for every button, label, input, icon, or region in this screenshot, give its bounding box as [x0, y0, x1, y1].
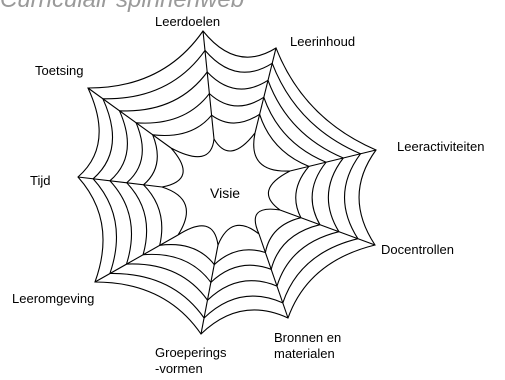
- web-ring-1: [142, 113, 310, 266]
- web-center-star: [161, 132, 291, 248]
- label-docentrollen: Docentrollen: [381, 242, 454, 257]
- label-groeperingsvormen: Groeperings -vormen: [155, 345, 227, 376]
- spoke-groeperingsvormen: [200, 244, 219, 335]
- spoke-docentrollen: [279, 209, 376, 246]
- web-ring-3: [109, 71, 345, 302]
- label-leeractiviteiten: Leeractiviteiten: [397, 139, 485, 154]
- spoke-bronnen: [258, 233, 289, 319]
- spoke-tijd: [77, 176, 163, 188]
- label-leerinhoud: Leerinhoud: [290, 34, 356, 49]
- web-ring-5: [77, 30, 377, 335]
- spoke-leerinhoud: [254, 47, 277, 134]
- label-toetsing: Toetsing: [35, 63, 84, 78]
- spoke-leeromgeving: [94, 234, 179, 283]
- spoke-leeractiviteiten: [289, 149, 377, 172]
- spoke-leerdoelen: [202, 30, 215, 140]
- web-ring-4: [92, 49, 362, 319]
- label-bronnen-materialen: Bronnen en materialen: [274, 330, 342, 361]
- label-tijd: Tijd: [30, 173, 51, 188]
- label-leeromgeving: Leeromgeving: [12, 291, 95, 306]
- spoke-toetsing: [87, 87, 172, 149]
- center-label-visie: Visie: [210, 185, 241, 201]
- web-ring-2: [125, 92, 327, 284]
- title: Curriculair spinnenweb: [0, 0, 244, 14]
- label-leerdoelen: Leerdoelen: [155, 14, 221, 29]
